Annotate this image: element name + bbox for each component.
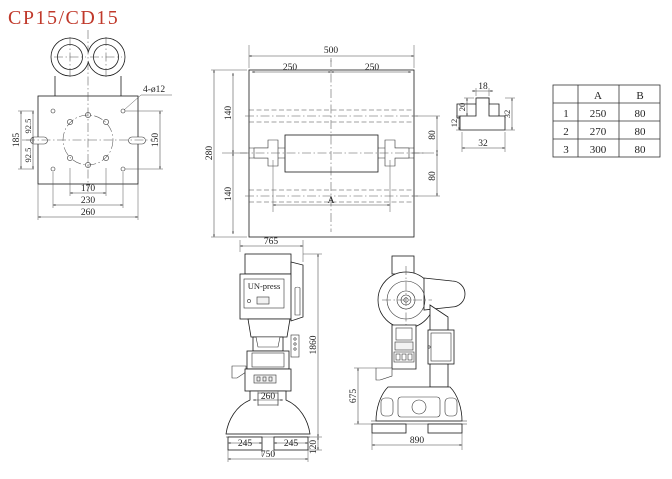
view-table-plan: 500 250 250 280 140 140 (205, 45, 440, 238)
dim-tslot-group (456, 88, 515, 152)
dim-slot-height: 32 (502, 110, 512, 119)
dim-table-depth: 280 (205, 146, 215, 161)
table-row-no: 3 (563, 144, 569, 156)
dim-slot-neck-depth: 20 (457, 103, 467, 112)
dim-table-length: 500 (324, 46, 339, 56)
bolster-plate-outline (26, 30, 152, 192)
dim-front-base-width: 750 (261, 450, 276, 460)
table-header-B: B (636, 90, 643, 102)
dim-bolt-span-height: 150 (151, 133, 161, 148)
view-tslot-detail: 18 20 12 32 32 (449, 82, 515, 152)
dim-table-half-left: 250 (283, 63, 298, 73)
dim-table-upper-band: 140 (224, 106, 234, 121)
dim-horizontal-group (37, 168, 139, 220)
table-cell-B: 80 (635, 144, 647, 156)
view-bolster-plan: 4-ø12 170 230 260 (12, 30, 172, 220)
dim-table-left-group (211, 69, 247, 238)
table-cell-A: 300 (590, 144, 607, 156)
table-cell-B: 80 (635, 108, 647, 120)
page-title: CP15/CD15 (8, 7, 120, 29)
dim-overall-height: 185 (12, 133, 22, 148)
dim-front-height-group (303, 253, 322, 438)
dim-table-A-group (272, 160, 391, 212)
dim-front-base-height: 120 (309, 440, 319, 455)
dim-side-working-height: 675 (349, 389, 359, 404)
dim-side-height-group (354, 367, 376, 425)
dim-front-base-group (227, 442, 309, 462)
table-row-no: 2 (563, 126, 569, 138)
dim-half-height-top: 92.5 (23, 119, 33, 134)
dim-bolt-span-width: 230 (81, 196, 96, 206)
dim-half-height-bottom: 92.5 (23, 148, 33, 163)
dim-slot-width: 32 (478, 139, 488, 149)
table-cell-A: 270 (590, 126, 607, 138)
dim-side-depth-group (371, 433, 463, 450)
dim-front-ram-group (252, 391, 284, 406)
table-row-no: 1 (563, 108, 569, 120)
dim-table-top-group (248, 45, 415, 73)
table-cell-B: 80 (635, 126, 647, 138)
dim-slot-opening: 18 (478, 82, 488, 92)
dim-table-right-group (412, 115, 440, 197)
dim-vertical-right-group (125, 110, 163, 170)
dim-vertical-left-group (18, 110, 34, 170)
dim-inner-width: 170 (81, 184, 96, 194)
hole-callout-leader (123, 94, 172, 111)
dim-bottom-thickness: 12 (449, 119, 459, 128)
view-front-elevation: UN-press (225, 237, 322, 462)
dim-hole-note: 4-ø12 (143, 85, 165, 95)
dim-table-lower-band: 140 (224, 187, 234, 202)
spec-table: A B 1 250 80 2 270 80 3 300 80 (552, 84, 661, 158)
dim-front-overall-height: 1860 (309, 335, 319, 354)
view-side-elevation: 675 890 (349, 255, 467, 450)
dim-side-overall-depth: 890 (410, 436, 425, 446)
dim-front-top-group (239, 240, 304, 262)
dim-front-foot-left: 245 (238, 439, 253, 449)
dim-slot-upper: 80 (428, 130, 438, 140)
dim-front-ram-width: 260 (261, 392, 276, 402)
machine-brand-label: UN-press (248, 281, 281, 291)
table-cell-A: 250 (590, 108, 607, 120)
dim-overall-width: 260 (81, 208, 96, 218)
dim-front-foot-right: 245 (284, 439, 299, 449)
dim-front-base-height-group (308, 436, 322, 451)
dim-table-half-right: 250 (365, 63, 380, 73)
dim-table-variable: A (328, 196, 335, 206)
dim-slot-lower: 80 (428, 171, 438, 181)
table-header-A: A (594, 90, 602, 102)
dim-front-upper-width: 765 (264, 237, 279, 247)
